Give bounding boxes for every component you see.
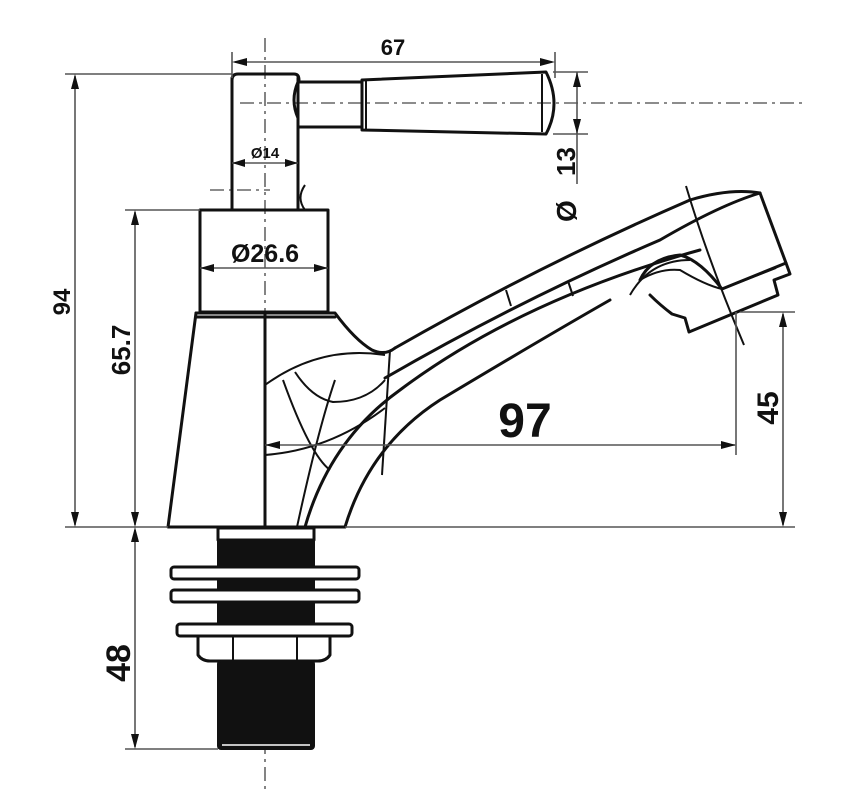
spout-top-inner [383,191,762,380]
label-body-height: 65.7 [106,325,136,376]
dimension-lines [65,52,795,750]
stem-neck [292,80,300,120]
lower-thread [217,660,315,750]
dimension-labels: 67 Ø14 Ø26.6 13 Ø 94 65.7 97 45 48 [49,35,785,682]
upper-thread [217,539,315,569]
handle-neck [296,80,364,129]
washer-2 [169,588,361,604]
stem-outline [230,76,300,212]
aerator-head [638,191,788,291]
mounting-shank [169,526,361,750]
spout-lower-curve [343,298,612,529]
washer-1 [169,565,361,581]
spout-inner-curve [303,248,702,529]
hex-nut [196,634,332,663]
washer-3 [175,622,354,638]
spout [303,185,792,529]
body-left-edge [166,311,347,529]
handle-grip [360,70,556,136]
body-top-edge [194,311,397,355]
label-spout-reach: 97 [498,395,551,448]
label-shank-length: 48 [100,644,138,682]
aerator-outlet [648,261,792,334]
handle-lever [230,70,556,212]
label-outlet-height: 45 [752,391,785,424]
label-collar-diameter: Ø26.6 [231,240,299,268]
label-overall-height: 94 [49,288,76,315]
label-handle-length: 67 [381,35,405,60]
faucet-body [166,311,397,529]
label-tip-diameter-value: 13 [551,147,581,176]
label-tip-diameter-symbol: Ø [551,200,582,222]
label-stem-diameter: Ø14 [251,145,280,162]
spout-top-outer [393,190,762,350]
